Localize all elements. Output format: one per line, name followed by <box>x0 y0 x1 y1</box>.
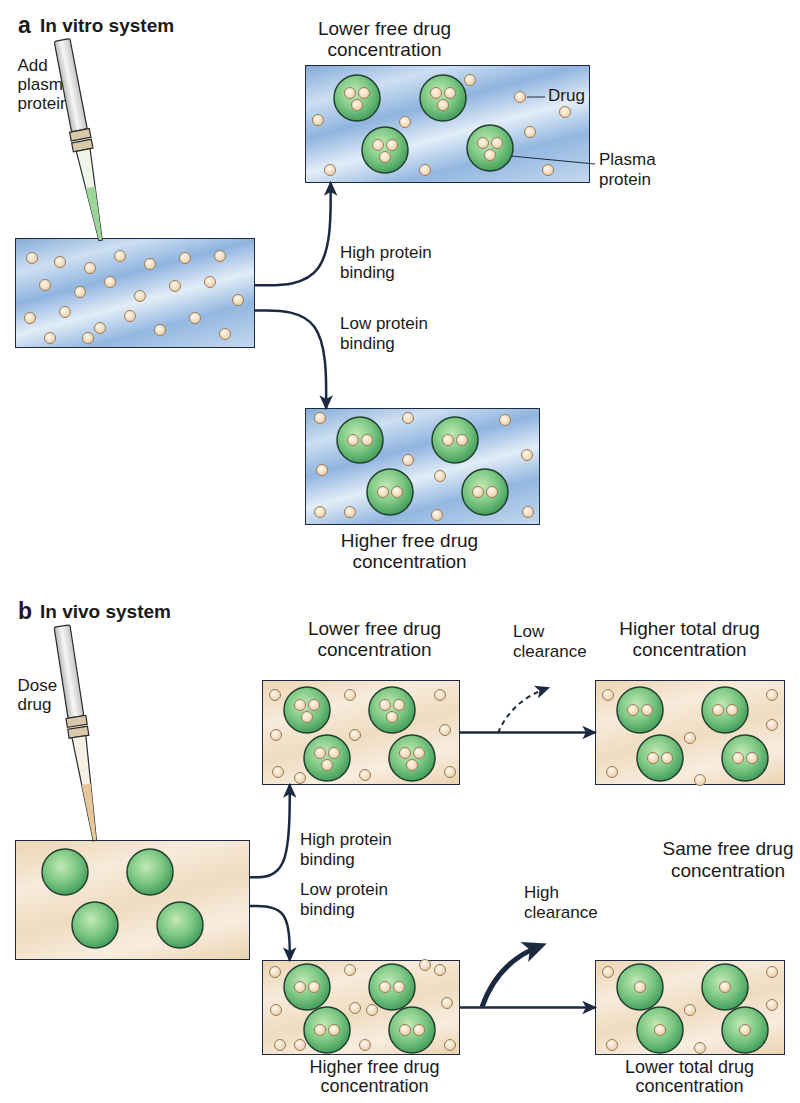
pipette <box>72 736 102 842</box>
solution-box: Add plasma protein <box>15 238 255 348</box>
plasma-box: Lower free drug concentration <box>262 680 460 785</box>
plasma-box: Higher free drug concentration <box>262 960 460 1055</box>
callout-label: Plasma protein <box>599 150 671 189</box>
pipette <box>54 625 84 718</box>
box-caption: Lower total drug concentration <box>597 1058 783 1098</box>
panel-letter: a <box>18 12 38 38</box>
edge-label: Low protein binding <box>300 880 400 919</box>
box-heading: Higher total drug concentration <box>597 618 783 661</box>
pipette <box>52 38 110 242</box>
box-caption: Higher free drug concentration <box>287 1058 463 1098</box>
flow-arrow <box>460 1006 595 1009</box>
panel-title: In vivo system <box>40 601 260 623</box>
flow-arrow <box>250 785 290 877</box>
edge-label: High protein binding <box>300 830 400 869</box>
callout-label: Drug <box>548 86 608 106</box>
flow-arrow <box>255 183 331 285</box>
clearance-arrow <box>482 946 540 1007</box>
box-heading: Lower free drug concentration <box>297 18 473 61</box>
panel-title: In vitro system <box>40 15 260 37</box>
clearance-label: Low clearance <box>513 622 595 661</box>
flow-arrow <box>460 731 595 734</box>
clearance-arrow <box>498 688 548 733</box>
flow-arrow <box>255 311 326 408</box>
panel-letter: b <box>18 598 38 624</box>
clearance-label: High clearance <box>524 883 610 922</box>
plasma-box: Higher total drug concentration <box>595 680 785 785</box>
pipette <box>52 624 105 842</box>
pipette <box>70 128 91 141</box>
step-label: Add plasma protein <box>18 56 82 113</box>
pipette <box>72 139 93 152</box>
pipette <box>82 783 99 840</box>
note-text: Same free drug concentration <box>660 838 796 882</box>
plasma-box: Dose drug <box>15 840 250 960</box>
plasma-box: Lower total drug concentration <box>595 960 785 1055</box>
box-heading: Lower free drug concentration <box>287 618 463 661</box>
flow-arrow <box>250 906 290 960</box>
step-label: Dose drug <box>18 676 70 714</box>
solution-box: Lower free drug concentration <box>305 65 590 183</box>
edge-label: Low protein binding <box>340 314 440 353</box>
pipette <box>66 715 87 727</box>
pipette <box>86 186 105 240</box>
box-caption: Higher free drug concentration <box>322 530 498 573</box>
edge-label: High protein binding <box>340 243 440 282</box>
pipette <box>68 726 89 738</box>
pipette <box>76 149 107 242</box>
solution-box: Higher free drug concentration <box>305 408 540 525</box>
